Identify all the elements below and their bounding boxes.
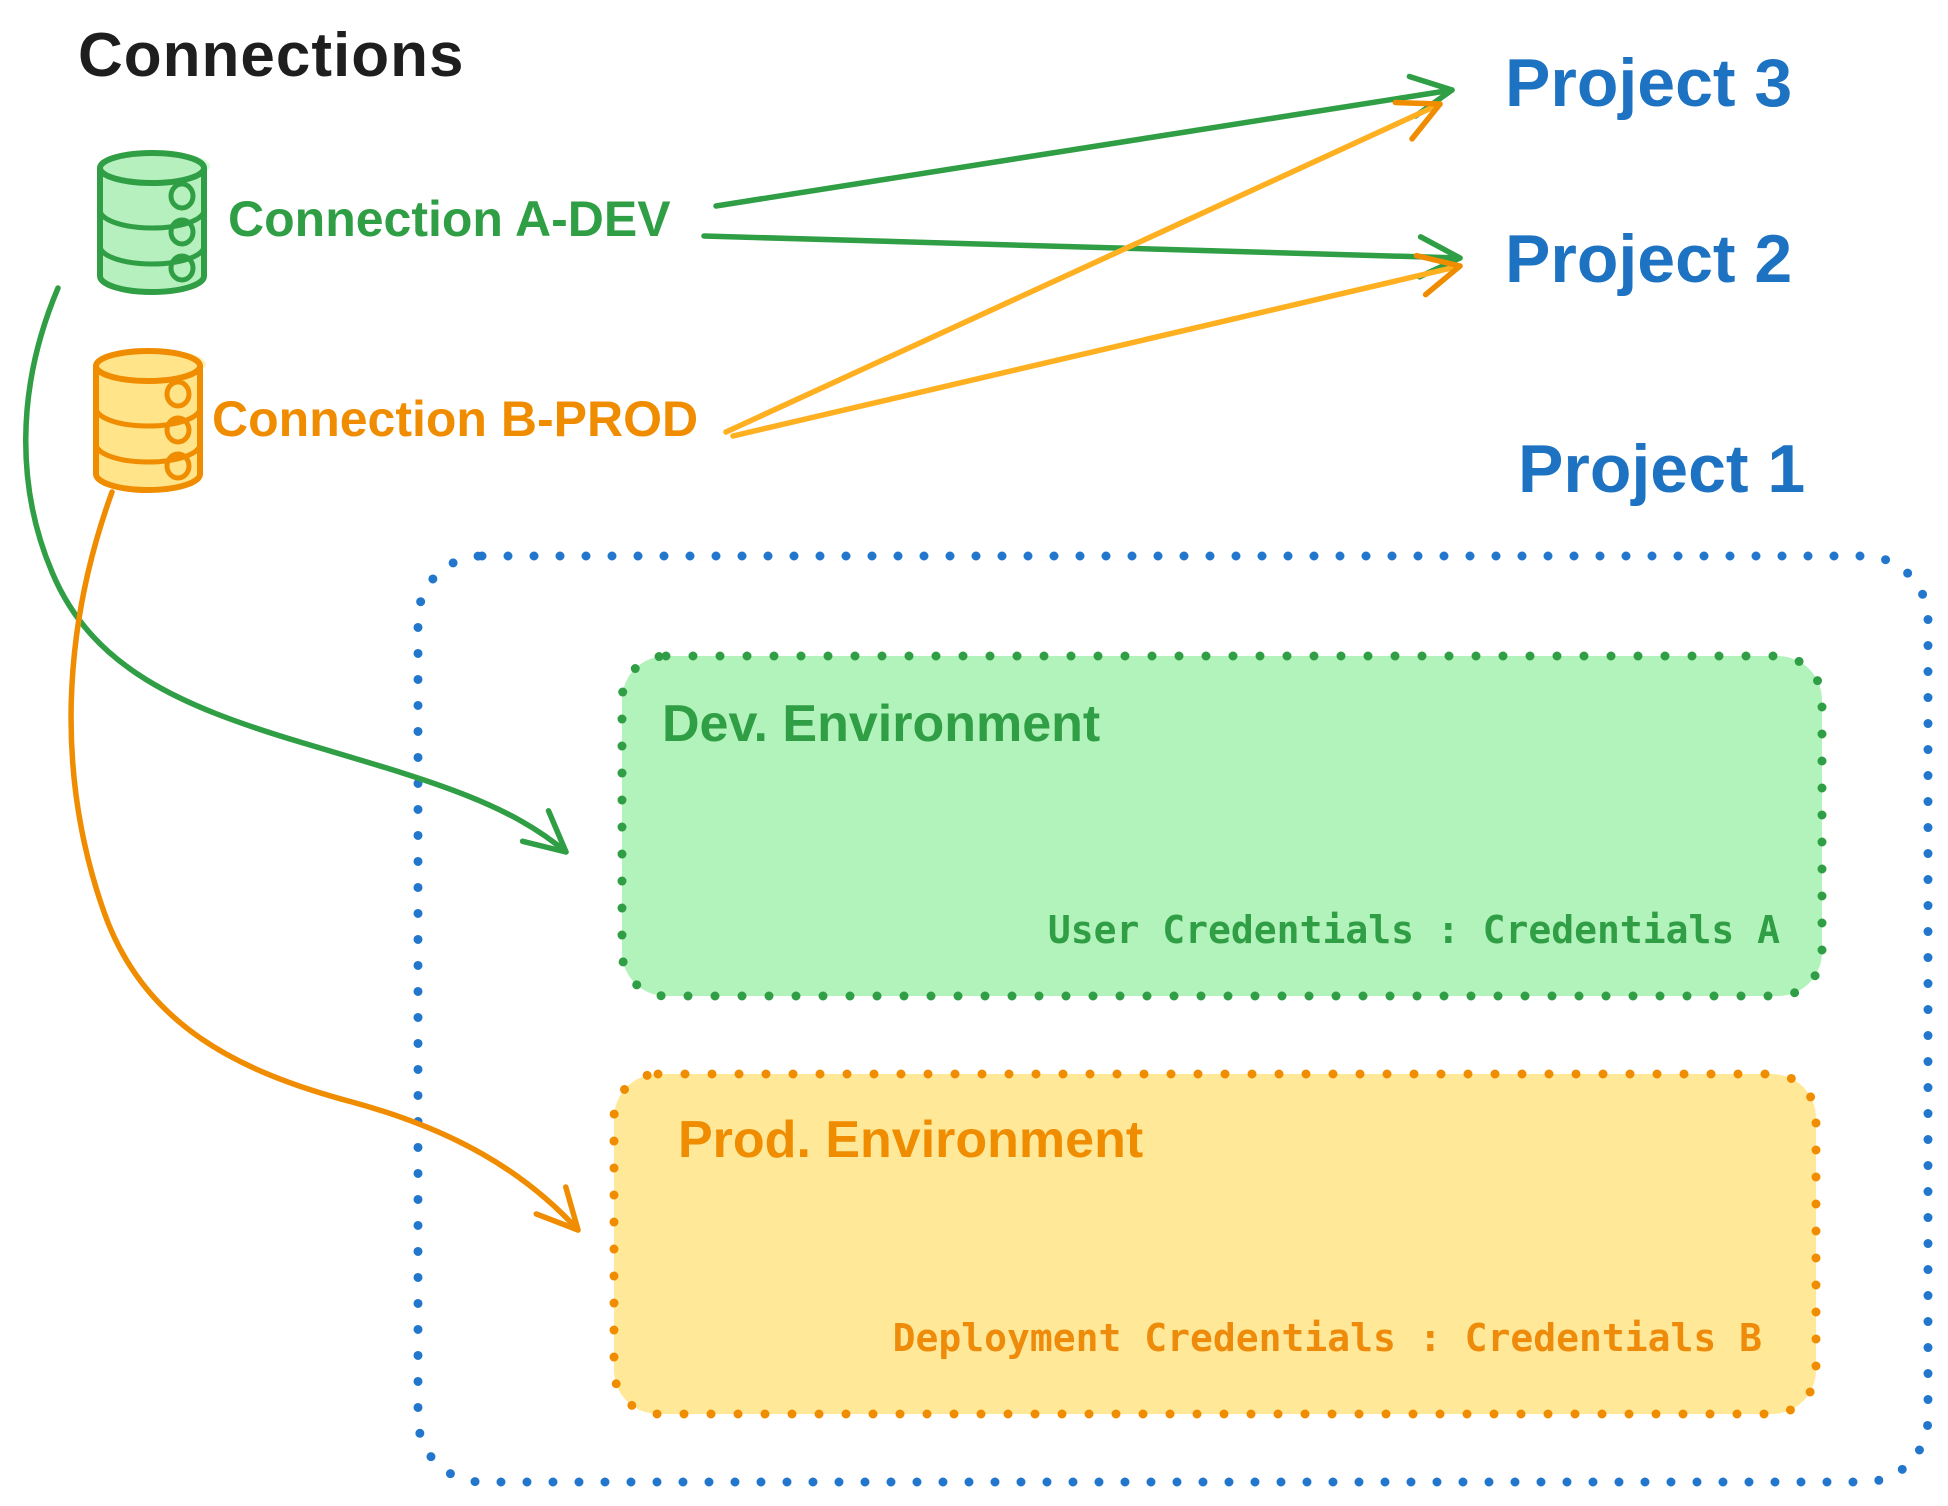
project-2-label: Project 2 xyxy=(1505,221,1793,297)
database-icon xyxy=(100,152,210,292)
project-1-boundary-box xyxy=(413,551,1933,1487)
connection-b-prod-label: Connection B-PROD xyxy=(212,391,699,447)
dev-credentials-text: User Credentials : Credentials A xyxy=(1047,908,1780,952)
edge-b-prod-to-prod-environment xyxy=(68,489,581,1233)
page-title: Connections xyxy=(78,21,465,90)
dev-environment-box xyxy=(617,651,1827,1001)
project-1-label: Project 1 xyxy=(1518,431,1806,507)
edge-a-dev-to-dev-environment xyxy=(23,285,569,855)
prod-environment-box xyxy=(609,1069,1821,1419)
database-icon xyxy=(96,350,206,490)
project-3-label: Project 3 xyxy=(1505,45,1793,121)
edge-a-dev-to-project-2 xyxy=(701,233,1463,280)
edge-a-dev-to-project-3 xyxy=(713,73,1455,209)
prod-credentials-text: Deployment Credentials : Credentials B xyxy=(892,1316,1762,1360)
edge-b-prod-to-project-2 xyxy=(730,252,1463,439)
connection-a-dev-label: Connection A-DEV xyxy=(228,191,671,247)
dev-environment-title: Dev. Environment xyxy=(662,695,1101,753)
prod-environment-title: Prod. Environment xyxy=(678,1111,1144,1169)
edge-b-prod-to-project-3 xyxy=(723,99,1443,435)
